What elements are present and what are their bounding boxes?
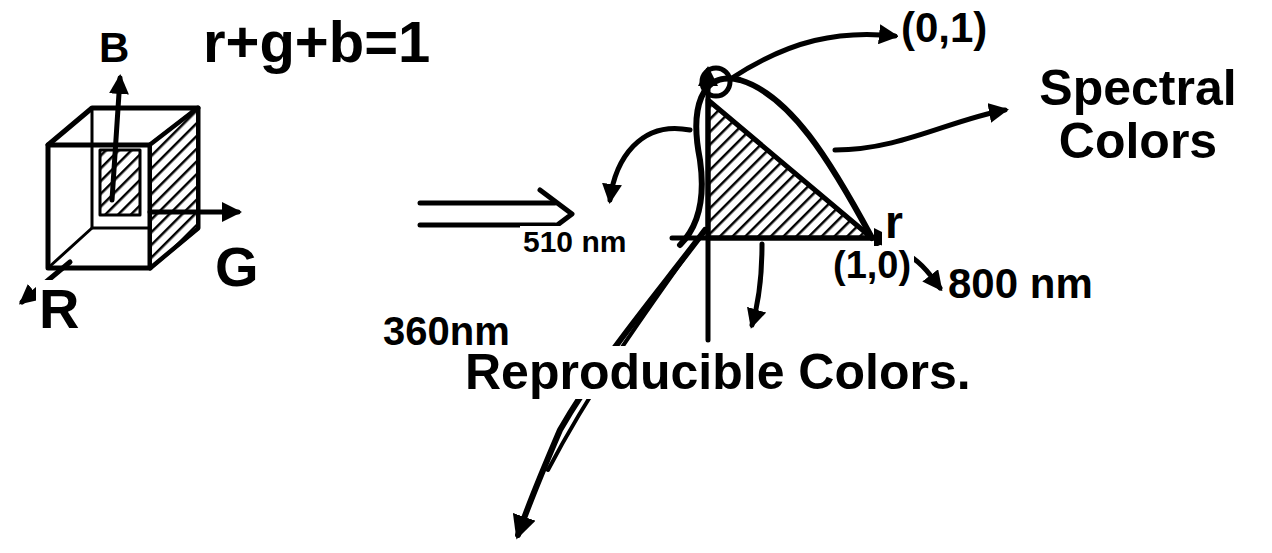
coordinate-label: (1,0): [830, 246, 914, 286]
wavelength-label: 510 nm: [520, 226, 629, 258]
leader-arrow: [835, 110, 1005, 150]
region-label: Reproducible Colors.: [462, 346, 974, 399]
wavelength-label: 800 nm: [945, 262, 1096, 306]
leader-arrow: [732, 34, 895, 78]
b-axis: [112, 78, 120, 200]
chromaticity-plot: [672, 68, 890, 340]
equation: r+g+b=1: [200, 12, 433, 73]
coordinate-label: (0,1): [898, 6, 990, 50]
g-axis: [150, 210, 238, 215]
region-label: Spectral Colors: [1010, 62, 1266, 167]
rgb-cube: [48, 108, 198, 268]
leader-arrow: [752, 244, 762, 325]
axis-label: r: [882, 198, 906, 246]
leader-arrow: [610, 128, 690, 200]
axis-label: R: [36, 280, 82, 339]
axis-label: B: [96, 26, 132, 70]
axis-label: G: [212, 238, 262, 297]
